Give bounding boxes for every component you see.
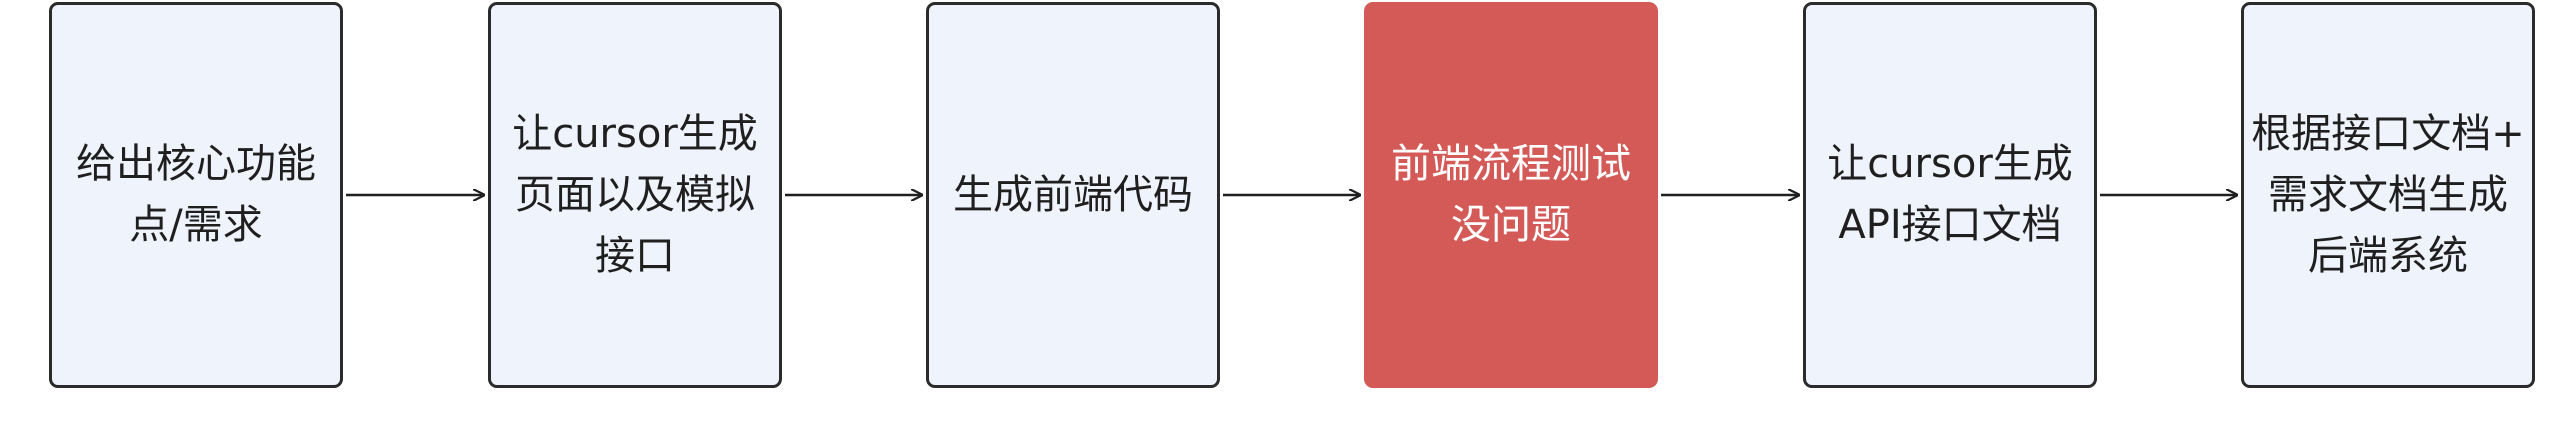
step-3-box: 生成前端代码 — [926, 2, 1220, 388]
step-2-label: 让cursor生成 页面以及模拟 接口 — [512, 110, 758, 279]
step-1-box: 给出核心功能 点/需求 — [49, 2, 343, 388]
step-4-box-highlighted: 前端流程测试 没问题 — [1364, 2, 1658, 388]
step-6-label: 根据接口文档+ 需求文档生成 后端系统 — [2251, 110, 2525, 279]
step-5-box: 让cursor生成 API接口文档 — [1803, 2, 2097, 388]
step-2-box: 让cursor生成 页面以及模拟 接口 — [488, 2, 782, 388]
step-5-label: 让cursor生成 API接口文档 — [1827, 141, 2073, 248]
step-6-box: 根据接口文档+ 需求文档生成 后端系统 — [2241, 2, 2535, 388]
step-4-label: 前端流程测试 没问题 — [1391, 141, 1631, 248]
step-3-label: 生成前端代码 — [953, 171, 1193, 218]
step-1-label: 给出核心功能 点/需求 — [76, 141, 316, 248]
